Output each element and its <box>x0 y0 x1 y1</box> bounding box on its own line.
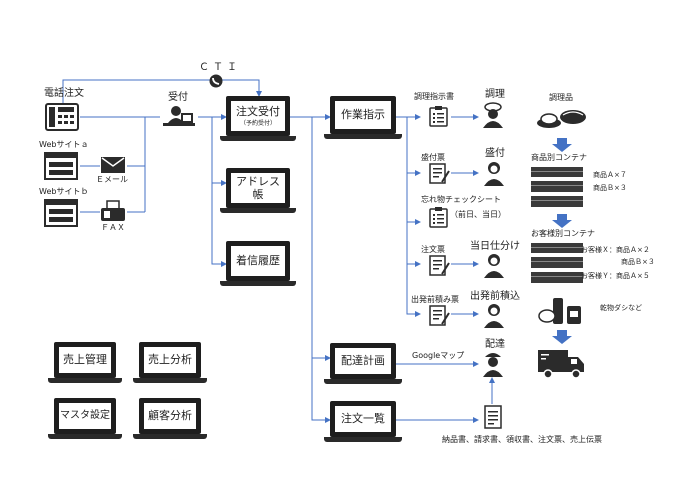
receipt-scroll-icon <box>484 405 502 429</box>
document-pen-icon <box>429 255 450 276</box>
container-stack-icon <box>531 167 583 207</box>
order-slip-label: 注文票 <box>421 245 445 254</box>
order-reception-subtitle: （予約受付） <box>239 120 276 128</box>
reception-label: 受付 <box>168 92 188 103</box>
cooked-food-icon <box>537 110 586 128</box>
work-instruction-title: 作業指示 <box>341 108 385 122</box>
female-worker-icon <box>484 304 504 328</box>
email-envelope-icon <box>101 157 125 173</box>
call-history-title: 着信履歴 <box>236 254 280 268</box>
plating-label: 盛付 <box>485 148 505 159</box>
chef-icon <box>483 102 503 128</box>
cti-phone-icon <box>209 74 223 88</box>
sales-management-title: 売上管理 <box>63 353 107 367</box>
container-stack-icon <box>531 243 583 283</box>
cooked-goods-label: 調理品 <box>549 93 573 102</box>
same-day-sort-label: 当日仕分け <box>470 241 520 252</box>
pre-loading-label: 出発前積込 <box>470 291 520 302</box>
operator-icon <box>163 106 195 126</box>
cooking-label: 調理 <box>485 89 505 100</box>
checklist-clipboard-icon <box>429 207 448 228</box>
phone-fax-machine-icon <box>45 103 79 131</box>
cti-label: ＣＴＩ <box>199 62 241 73</box>
checklist-label-line1: 忘れ物チェックシート <box>421 195 501 204</box>
order-reception-title: 注文受付 <box>236 104 280 118</box>
fax-label: ＦＡＸ <box>101 223 125 232</box>
product-a-qty: 商品Ａ×７ <box>593 171 627 179</box>
customer-container-label: お客様別コンテナ <box>531 229 595 238</box>
delivery-plan-title: 配達計画 <box>341 354 385 368</box>
customer-x-product-b: 商品Ｂ×３ <box>621 258 655 266</box>
female-worker-icon <box>484 254 504 278</box>
website-b-icon <box>44 199 78 227</box>
master-settings-title: マスタ設定 <box>60 410 110 421</box>
documents-label: 納品書、請求書、領収書、注文票、売上伝票 <box>442 435 602 444</box>
website-b-label: Webサイトｂ <box>39 187 89 196</box>
address-book-title: アドレス帳 <box>236 174 280 201</box>
website-a-icon <box>44 152 78 180</box>
document-pen-icon <box>429 163 450 184</box>
female-worker-icon <box>484 162 504 186</box>
recipe-sheet-label: 調理指示書 <box>414 92 454 101</box>
order-list-title: 注文一覧 <box>341 412 385 426</box>
delivery-truck-icon <box>538 350 584 379</box>
customer-analysis-title: 顧客分析 <box>148 409 192 423</box>
delivery-driver-icon <box>483 353 503 377</box>
fax-icon <box>101 200 125 221</box>
website-a-label: Webサイトａ <box>39 140 89 149</box>
customer-x-items: お客様Ｘ：商品Ａ×２ <box>581 246 650 254</box>
document-pen-icon <box>429 305 450 326</box>
sales-analysis-title: 売上分析 <box>148 353 192 367</box>
dry-goods-bottles-icon <box>538 298 581 324</box>
dispatch-slip-label: 出発前積み票 <box>411 295 459 304</box>
email-label: Ｅメール <box>96 175 128 184</box>
checklist-clipboard-icon <box>429 106 448 127</box>
google-map-label: Googleマップ <box>412 351 465 360</box>
product-b-qty: 商品Ｂ×３ <box>593 184 627 192</box>
delivery-label: 配達 <box>485 339 505 350</box>
plating-slip-label: 盛付票 <box>421 153 445 162</box>
checklist-label-line2: （前日、当日） <box>450 210 506 219</box>
product-container-label: 商品別コンテナ <box>531 153 587 162</box>
dry-goods-label: 乾物ダシなど <box>600 304 643 312</box>
phone-order-label: 電話注文 <box>44 88 84 99</box>
customer-y-items: お客様Ｙ：商品Ａ×５ <box>581 272 650 280</box>
